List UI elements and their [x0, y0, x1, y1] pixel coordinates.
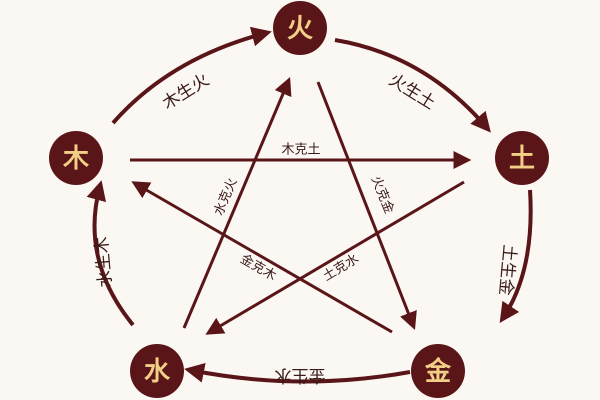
arrow-earth-to-metal	[499, 189, 533, 323]
fire-node-label: 火	[287, 14, 313, 44]
label-wood-overcomes-earth: 木克土	[281, 143, 320, 158]
metal-node: 金	[411, 344, 465, 398]
water-node-label: 水	[144, 357, 171, 387]
wood-node-label: 木	[62, 144, 89, 174]
water-node: 水	[130, 344, 184, 398]
label-earth-generates-metal: 土生金	[495, 244, 519, 297]
metal-node-label: 金	[424, 356, 452, 387]
label-water-generates-wood: 水生木	[92, 236, 116, 289]
arrow-water-to-wood	[86, 180, 135, 327]
earth-node: 土	[495, 131, 549, 185]
earth-node-label: 土	[509, 144, 535, 174]
label-fire-overcomes-metal: 火克金	[368, 174, 397, 216]
arrow-metal-to-water	[184, 362, 411, 384]
arrow-wood-to-fire	[111, 26, 272, 125]
arrow-metal-to-wood	[131, 181, 393, 334]
arrow-water-to-fire	[182, 77, 292, 329]
wood-node: 木	[49, 131, 103, 185]
label-metal-generates-water: 金生水	[275, 365, 326, 385]
label-water-overcomes-fire: 水克火	[211, 176, 240, 218]
arrow-fire-to-metal	[316, 81, 417, 331]
arrow-earth-to-water	[205, 180, 465, 335]
fire-node: 火	[273, 1, 327, 55]
label-earth-overcomes-water: 土克水	[320, 252, 361, 285]
arrow-fire-to-earth	[334, 38, 491, 133]
